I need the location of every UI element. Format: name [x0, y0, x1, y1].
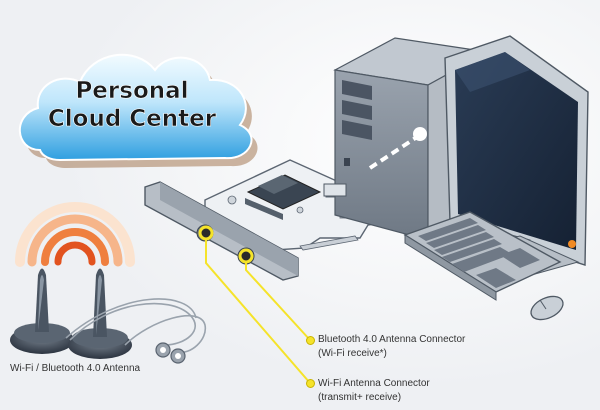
wifi-connector-callout	[198, 225, 214, 241]
keyboard-icon	[403, 211, 562, 301]
wifi-connector-label: Wi-Fi Antenna Connector	[318, 378, 430, 389]
monitor-icon	[444, 35, 589, 277]
bt-connector-sublabel: (Wi-Fi receive*)	[318, 348, 387, 359]
cable-connector-icon	[155, 342, 186, 364]
wireless-signal-icon	[15, 202, 135, 267]
bt-connector-label: Bluetooth 4.0 Antenna Connector	[318, 334, 466, 345]
wifi-connector-sublabel: (transmit+ receive)	[318, 392, 402, 403]
pcie-card-icon	[144, 159, 391, 281]
cloud-title-line1: Personal	[75, 78, 188, 104]
mouse-icon	[530, 295, 564, 321]
bt-callout-dot	[306, 336, 315, 345]
cloud-title-line2: Cloud Center	[48, 106, 217, 132]
cloud-icon	[18, 53, 258, 168]
bt-connector-callout	[238, 248, 254, 264]
antenna-cable	[65, 298, 206, 354]
antenna-label: Wi-Fi / Bluetooth 4.0 Antenna	[10, 363, 141, 374]
wifi-callout-dot	[306, 379, 315, 388]
